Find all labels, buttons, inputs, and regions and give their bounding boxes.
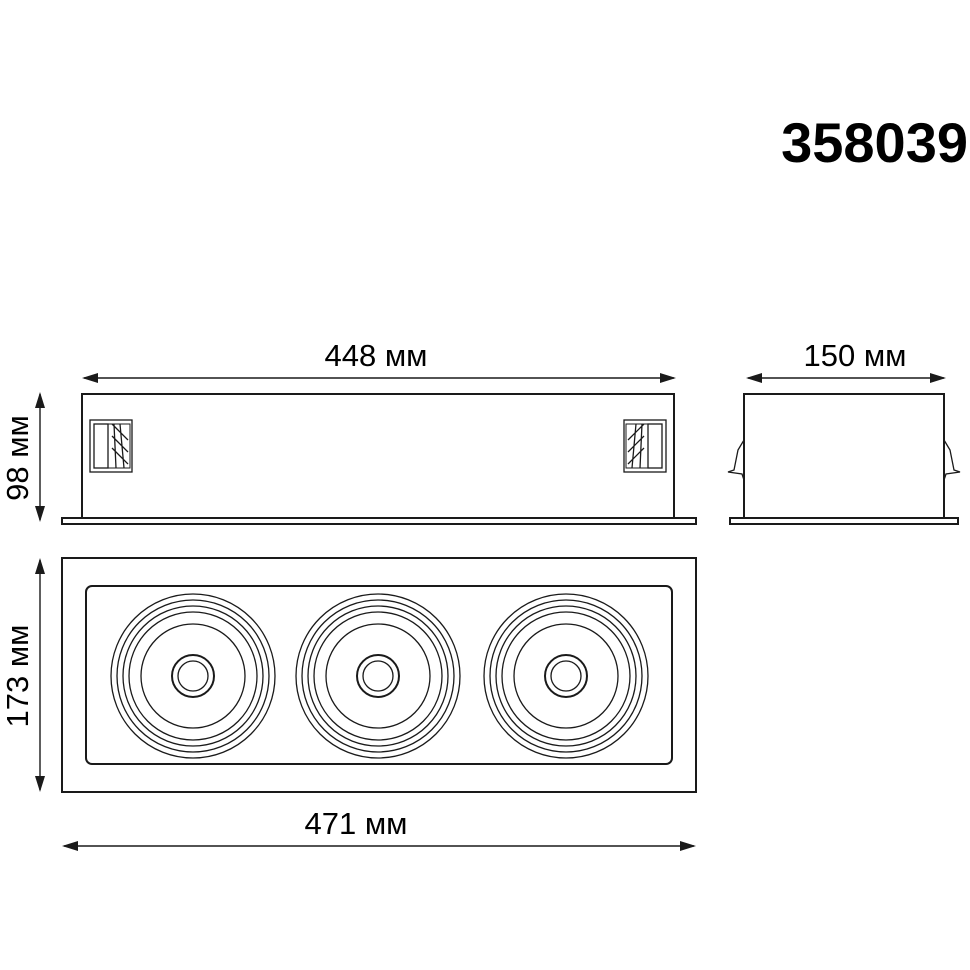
model-number: 358039 xyxy=(781,111,968,174)
height-label: 98 мм xyxy=(0,415,35,501)
frame-length-label: 471 мм xyxy=(305,806,408,841)
left-spring-clip xyxy=(89,419,133,473)
front-length-label: 448 мм xyxy=(325,338,428,373)
top-view: 173 мм 471 мм xyxy=(0,557,697,851)
front-view: 448 мм 98 мм xyxy=(0,338,697,525)
side-width-label: 150 мм xyxy=(804,338,907,373)
right-spring-clip xyxy=(623,419,667,473)
lamp-1 xyxy=(110,593,276,759)
side-view: 150 мм xyxy=(727,338,961,525)
frame-depth-label: 173 мм xyxy=(0,625,35,728)
lamp-2 xyxy=(295,593,461,759)
lamp-3 xyxy=(483,593,649,759)
